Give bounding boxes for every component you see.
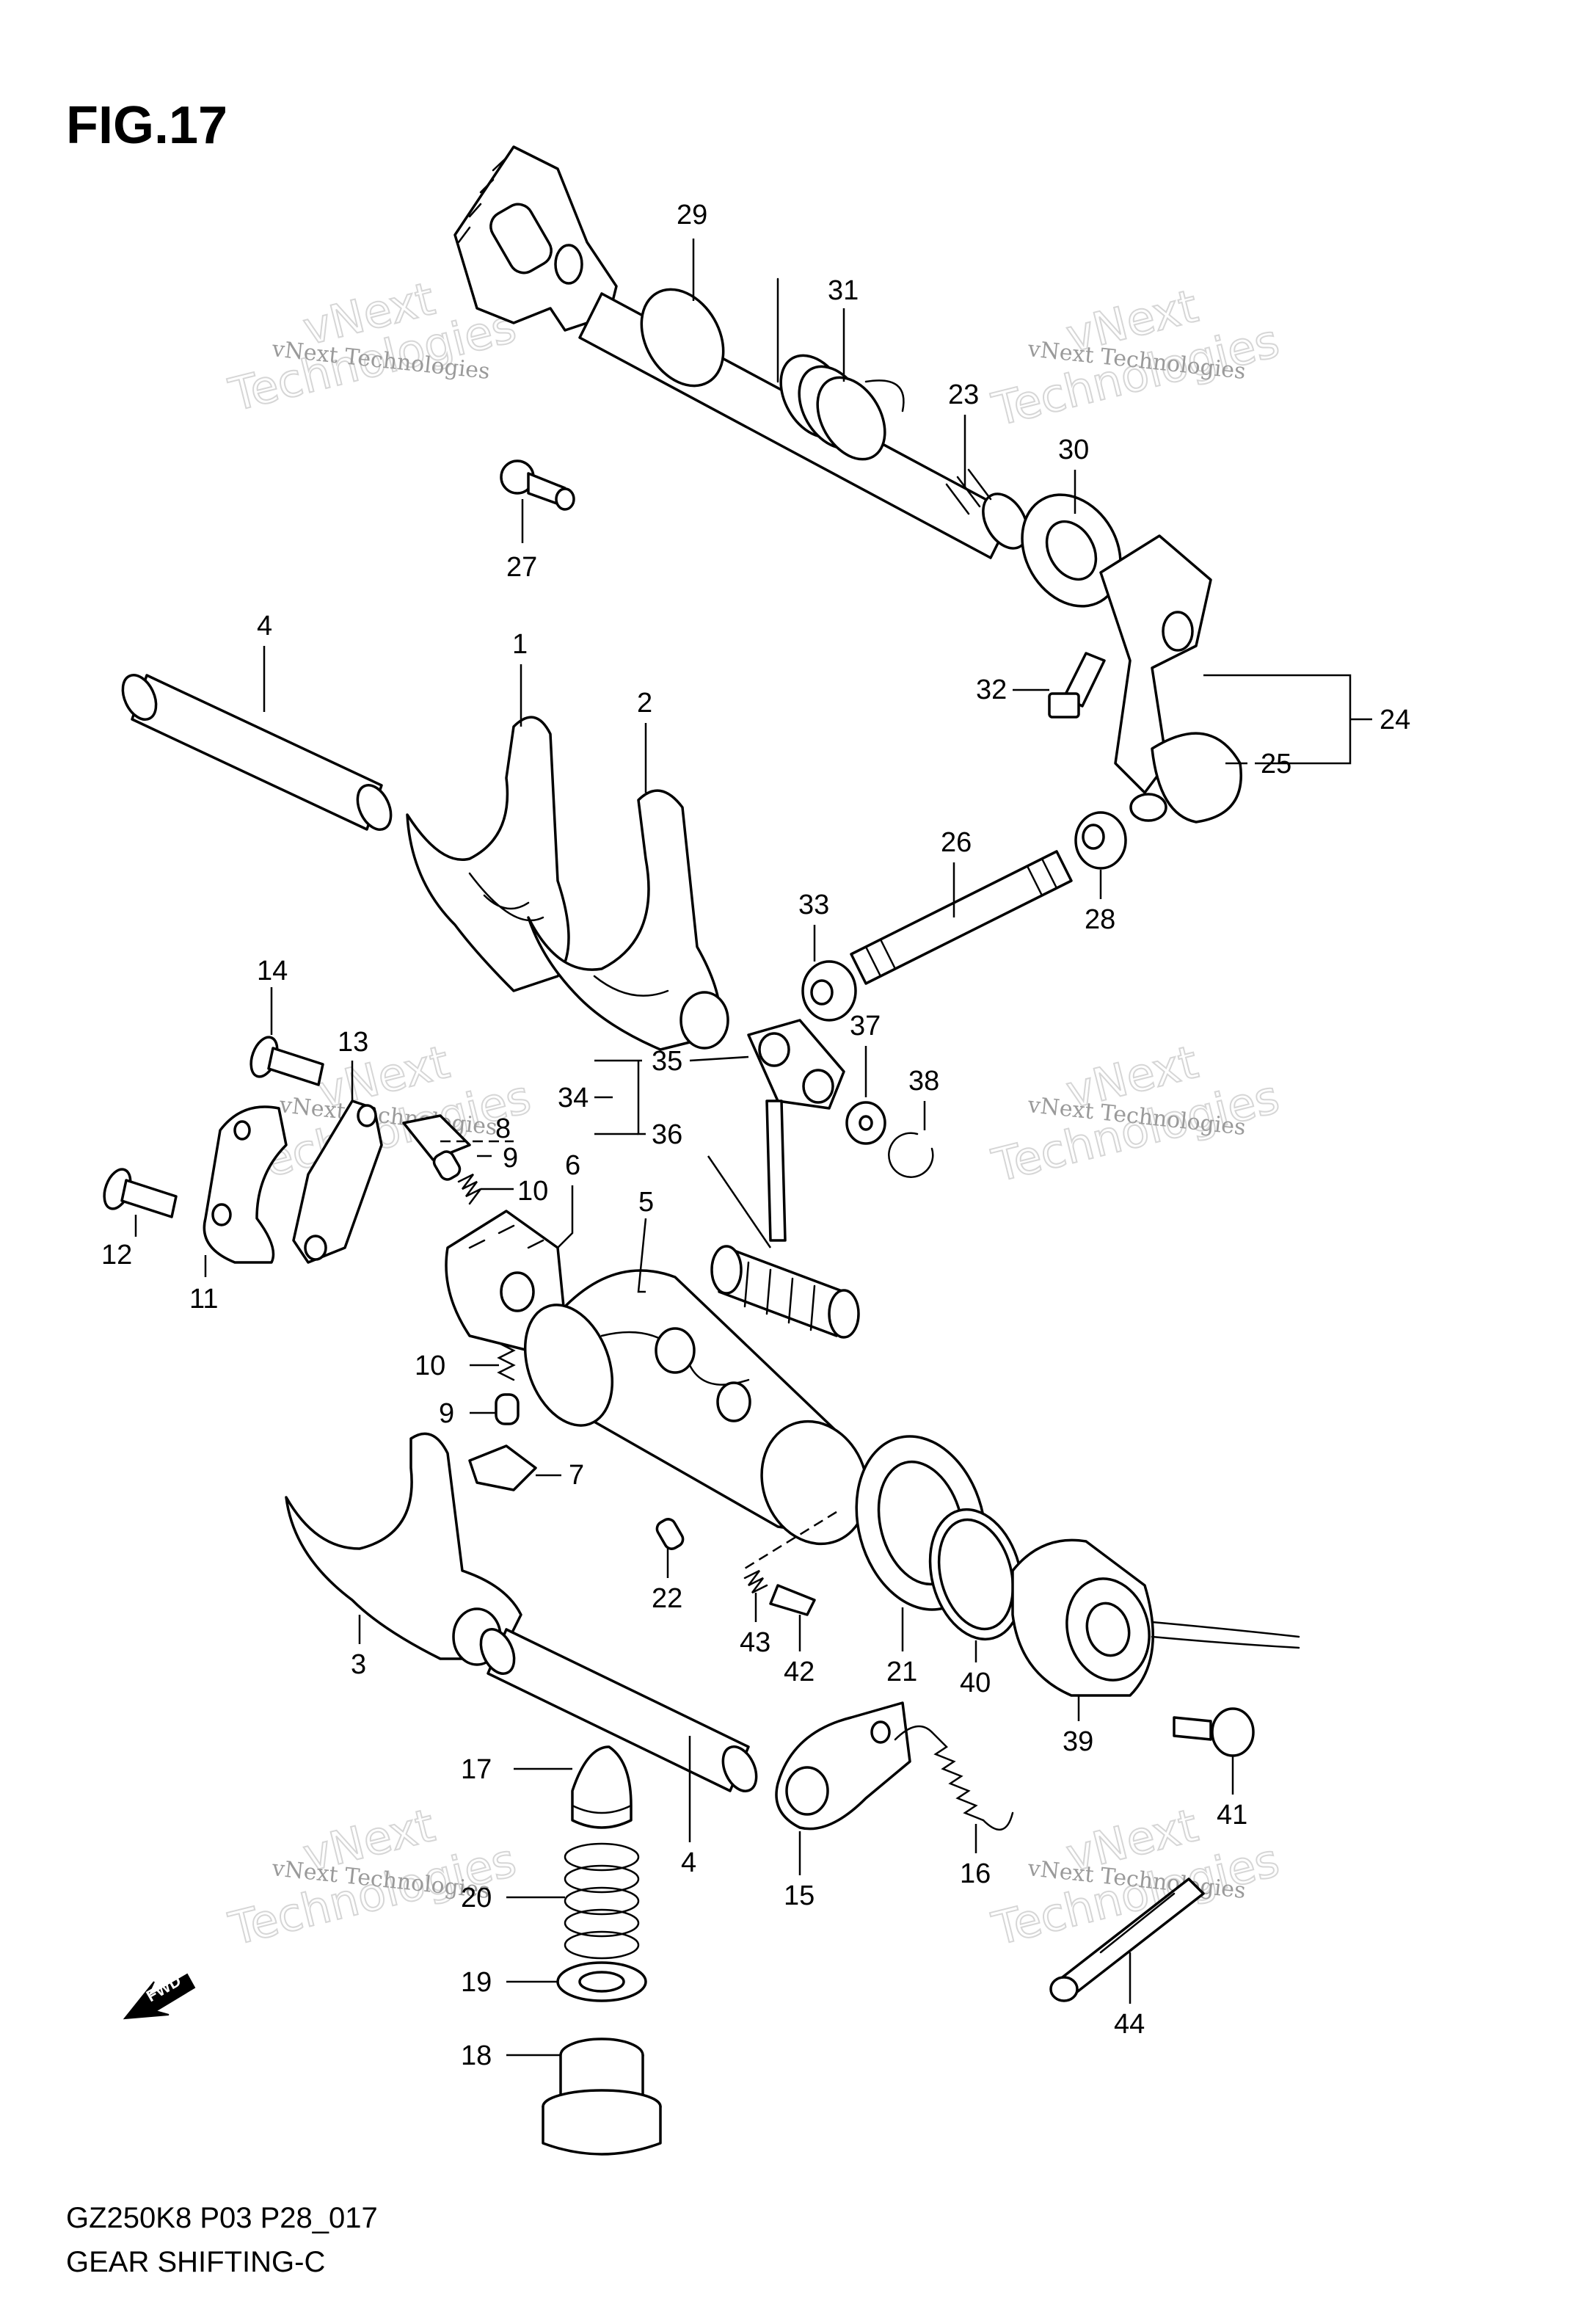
footer-name: GEAR SHIFTING-C	[66, 2246, 325, 2278]
part-11-cam-stopper-plate	[203, 1105, 288, 1264]
part-43-spring	[743, 1569, 768, 1594]
part-33-bush	[801, 960, 857, 1022]
callout-24: 24	[1380, 705, 1410, 735]
fwd-arrow-icon: FWD	[123, 1971, 196, 2020]
callout-11: 11	[189, 1284, 218, 1315]
part-10-spring-lower	[497, 1342, 516, 1381]
part-27-pin	[500, 459, 575, 511]
callout-13: 13	[338, 1027, 368, 1058]
callout-14: 14	[257, 956, 288, 986]
part-15-cam-lever	[775, 1701, 911, 1831]
part-32-bolt	[1048, 652, 1106, 719]
part-5-gearshift-cam	[523, 1269, 869, 1546]
callout-29: 29	[677, 200, 707, 230]
part-2-shift-fork	[527, 789, 729, 1051]
callout-6: 6	[565, 1150, 580, 1181]
footer-code: GZ250K8 P03 P28_017	[66, 2202, 378, 2234]
part-12-screw	[103, 1168, 178, 1218]
part-9-pin-lower	[495, 1393, 520, 1425]
callout-17: 17	[461, 1754, 492, 1785]
callout-18: 18	[461, 2040, 492, 2071]
part-9-pin-upper	[432, 1150, 462, 1181]
callout-8: 8	[495, 1113, 511, 1144]
part-14-screw	[249, 1036, 324, 1086]
callout-9-lower: 9	[439, 1398, 454, 1429]
part-44-wiring-clamp	[1049, 1877, 1205, 2002]
callout-33: 33	[798, 890, 829, 920]
part-4-fork-shaft-lower	[479, 1628, 758, 1792]
callout-40: 40	[960, 1668, 991, 1698]
part-17-cap	[571, 1745, 633, 1829]
part-42-contact	[769, 1584, 816, 1616]
part-38-circlip	[888, 1132, 934, 1178]
figure-title: FIG.17	[66, 96, 227, 155]
callout-28: 28	[1085, 904, 1115, 935]
part-16-tension-spring	[894, 1725, 1014, 1831]
part-39-gear-position-switch	[1011, 1538, 1300, 1697]
part-23-shaft-spline	[945, 468, 1029, 550]
watermark-top-right: Technologies vNext vNext Technologies	[986, 278, 1285, 437]
callout-37: 37	[850, 1011, 881, 1042]
callout-23: 23	[948, 379, 979, 410]
callout-27: 27	[506, 552, 537, 583]
callout-25: 25	[1261, 749, 1291, 779]
callout-10-upper: 10	[517, 1176, 548, 1207]
leader-lines	[134, 239, 1372, 2057]
callout-43: 43	[740, 1627, 770, 1658]
callout-15: 15	[784, 1880, 815, 1911]
callout-5: 5	[638, 1187, 654, 1218]
callout-labels: 29 31 23 30 27 4 1 2 32 24 25 26 33 28 1…	[101, 200, 1410, 2071]
callout-7: 7	[569, 1460, 584, 1491]
part-24-gearshift-arm	[1099, 534, 1242, 824]
callout-30: 30	[1058, 435, 1089, 465]
part-13-cam-stopper	[292, 1099, 383, 1264]
callout-19: 19	[461, 1967, 492, 1998]
part-7-pawl-lower	[468, 1444, 537, 1491]
callout-36: 36	[652, 1119, 682, 1150]
part-30-oil-seal	[1021, 493, 1122, 608]
callout-2: 2	[637, 688, 652, 719]
callout-9-upper: 9	[503, 1143, 518, 1174]
callout-41: 41	[1217, 1800, 1247, 1831]
part-10-spring-upper	[457, 1173, 481, 1205]
callout-4-lower: 4	[681, 1847, 696, 1878]
part-31-return-spring	[776, 277, 905, 461]
callout-22: 22	[652, 1583, 682, 1614]
callout-32: 32	[976, 675, 1007, 705]
callout-31: 31	[828, 275, 859, 306]
part-18-plug	[542, 2037, 662, 2156]
part-26-stud	[850, 850, 1073, 985]
part-8-pawl-upper	[402, 1114, 471, 1161]
part-4-fork-shaft-upper	[121, 674, 393, 831]
callout-39: 39	[1063, 1726, 1093, 1757]
callout-16: 16	[960, 1858, 991, 1889]
callout-20: 20	[461, 1883, 492, 1913]
watermark-bottom-left: Technologies vNext vNext Technologies	[223, 1797, 522, 1957]
callout-12: 12	[101, 1240, 132, 1270]
callout-34: 34	[558, 1083, 589, 1113]
part-28-nut	[1074, 811, 1127, 870]
callout-44: 44	[1114, 2009, 1145, 2040]
watermark-mid-right: Technologies vNext vNext Technologies	[986, 1034, 1285, 1193]
callout-10-lower: 10	[415, 1351, 445, 1381]
part-22-pin	[655, 1518, 685, 1550]
part-40-o-ring	[928, 1508, 1024, 1641]
callout-1: 1	[512, 629, 528, 660]
part-19-washer	[556, 1961, 647, 2002]
part-1-shift-fork	[406, 716, 570, 992]
callout-21: 21	[886, 1657, 917, 1687]
part-35-pawl-lever	[747, 1019, 845, 1242]
callout-38: 38	[908, 1066, 939, 1097]
assembly-line-cam	[740, 1511, 837, 1572]
part-41-screw	[1173, 1707, 1255, 1757]
part-37-washer	[845, 1101, 886, 1145]
callout-26: 26	[941, 827, 972, 858]
part-20-spring	[564, 1842, 640, 1960]
callout-42: 42	[784, 1657, 815, 1687]
callout-3: 3	[351, 1649, 366, 1680]
callout-4-upper: 4	[257, 611, 272, 641]
part-36-lever-rubber	[710, 1245, 860, 1339]
callout-35: 35	[652, 1046, 682, 1077]
